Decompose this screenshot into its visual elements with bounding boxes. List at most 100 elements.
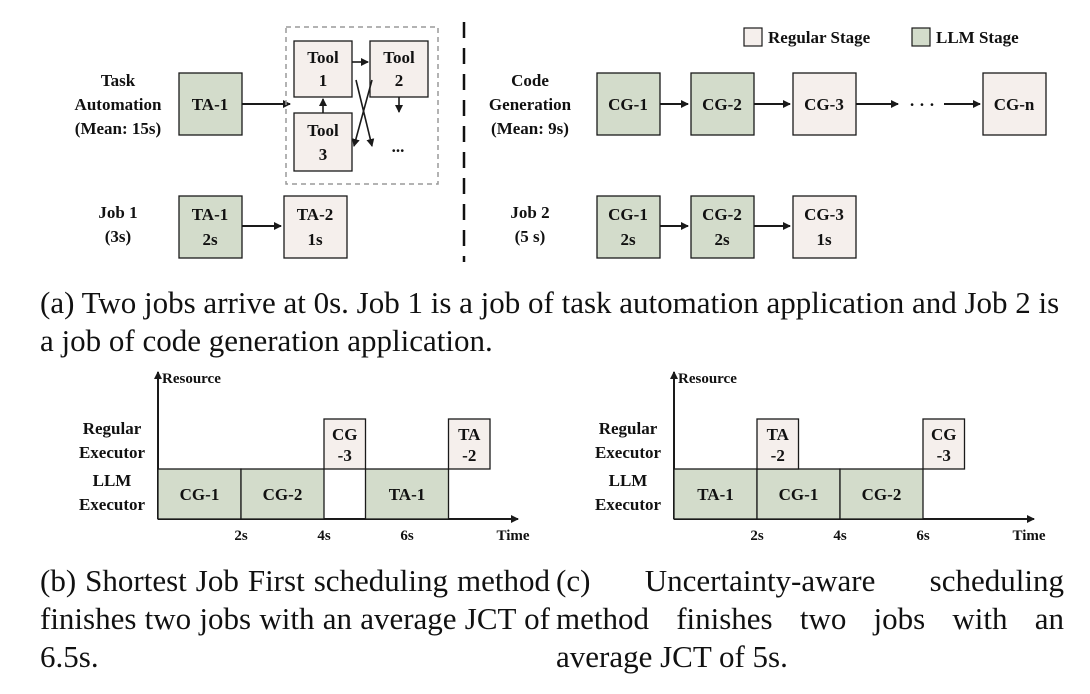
svg-text:Code: Code	[511, 71, 549, 90]
tool1-label-b: 1	[319, 71, 328, 90]
sjf-tick-4s: 4s	[317, 528, 331, 544]
ua-regular-block-label-a: CG	[931, 425, 957, 444]
sjf-regular-block-cg-3	[323, 418, 367, 470]
svg-text:Automation: Automation	[75, 95, 162, 114]
tool1-label-a: Tool	[307, 48, 339, 67]
ua-regular-block-cg-3	[922, 418, 966, 470]
tool1-stage	[293, 40, 353, 98]
svg-text:(Mean: 9s): (Mean: 9s)	[491, 119, 569, 138]
job2-cg2-time: 2s	[714, 230, 730, 249]
sjf-llm-block-label: TA-1	[389, 485, 426, 504]
legend-llm-swatch	[911, 27, 931, 47]
sjf-llm-block-label: CG-2	[263, 485, 303, 504]
job1-ta2-name: TA-2	[297, 205, 334, 224]
ta1-stage-label: TA-1	[192, 95, 229, 114]
ua-regular-block-label-b: -2	[771, 446, 785, 465]
ua-regular-label-b: Executor	[595, 443, 662, 462]
sjf-regular-block-label-b: -3	[338, 446, 352, 465]
arrow-cross-a	[355, 79, 375, 147]
cgn-stage	[982, 72, 1047, 136]
sjf-time-label: Time	[496, 528, 529, 544]
legend: Regular Stage LLM Stage	[743, 27, 1019, 47]
job2-cg1	[596, 195, 661, 259]
sjf-regular-label-a: Regular	[83, 419, 142, 438]
tool3-label-a: Tool	[307, 121, 339, 140]
cg3-label: CG-3	[804, 95, 844, 114]
caption-c: (c) Uncertainty-aware scheduling method …	[556, 563, 1064, 674]
sjf-llm-label-a: LLM	[93, 471, 132, 490]
cg1-stage	[596, 72, 661, 136]
svg-text:Job 1: Job 1	[98, 203, 137, 222]
caption-b: (b) Shortest Job First scheduling method…	[40, 563, 550, 674]
legend-regular-swatch	[743, 27, 763, 47]
svg-text:Job 2: Job 2	[510, 203, 549, 222]
ua-llm-label-b: Executor	[595, 495, 662, 514]
ua-llm-block-cg-1	[756, 468, 841, 520]
ua-regular-block-label-b: -3	[937, 446, 951, 465]
ua-time-label: Time	[1012, 528, 1045, 544]
ua-llm-block-label: CG-1	[779, 485, 819, 504]
tool2-stage	[369, 40, 429, 98]
ua-regular-block-ta-2	[756, 418, 800, 470]
sjf-regular-block-label-b: -2	[462, 446, 476, 465]
ua-regular-label-a: Regular	[599, 419, 658, 438]
ua-tick-4s: 4s	[833, 528, 847, 544]
caption-a: (a) Two jobs arrive at 0s. Job 1 is a jo…	[40, 285, 1060, 358]
sjf-tick-2s: 2s	[234, 528, 248, 544]
job2-cg1-time: 2s	[620, 230, 636, 249]
job2-cg3	[792, 195, 857, 259]
tool3-label-b: 3	[319, 145, 328, 164]
code-generation-label: Code Generation (Mean: 9s)	[489, 71, 572, 138]
cg2-stage	[690, 72, 755, 136]
sjf-llm-block-cg-2	[240, 468, 325, 520]
job1-ta2	[283, 195, 348, 259]
svg-text:Generation: Generation	[489, 95, 572, 114]
legend-llm-label: LLM Stage	[936, 28, 1019, 47]
cg2-label: CG-2	[702, 95, 742, 114]
ua-llm-label-a: LLM	[609, 471, 648, 490]
job2-cg2	[690, 195, 755, 259]
job2-cg1-name: CG-1	[608, 205, 648, 224]
sjf-regular-block-ta-2	[447, 418, 491, 470]
cgn-label: CG-n	[994, 95, 1035, 114]
job1-ta2-time: 1s	[307, 230, 323, 249]
svg-text:(Mean: 15s): (Mean: 15s)	[75, 119, 161, 138]
ua-llm-block-ta-1	[673, 468, 758, 520]
tools-more: ...	[392, 137, 405, 156]
tools-group	[285, 26, 439, 185]
arrow-cross-b	[351, 79, 373, 147]
ta1-stage	[178, 72, 243, 136]
task-automation-label: Task Automation (Mean: 15s)	[75, 71, 162, 138]
job1-label: Job 1 (3s)	[98, 203, 137, 246]
ua-llm-block-label: TA-1	[697, 485, 734, 504]
ua-tick-2s: 2s	[750, 528, 764, 544]
tool2-label-b: 2	[395, 71, 404, 90]
tool2-label-a: Tool	[383, 48, 415, 67]
sjf-regular-block-label-a: TA	[458, 425, 481, 444]
job2-label: Job 2 (5 s)	[510, 203, 549, 246]
job1-ta1	[178, 195, 243, 259]
ua-resource-label: Resource	[678, 371, 737, 387]
sjf-llm-label-b: Executor	[79, 495, 146, 514]
sjf-regular-label-b: Executor	[79, 443, 146, 462]
sjf-llm-block-cg-1	[157, 468, 242, 520]
ua-tick-6s: 6s	[916, 528, 930, 544]
job2-cg2-name: CG-2	[702, 205, 742, 224]
sjf-llm-block-label: CG-1	[180, 485, 220, 504]
legend-regular-label: Regular Stage	[768, 28, 871, 47]
cg3-stage	[792, 72, 857, 136]
job2-cg3-time: 1s	[816, 230, 832, 249]
sjf-llm-block-ta-1	[364, 468, 450, 520]
job1-ta1-time: 2s	[202, 230, 218, 249]
job1-ta1-name: TA-1	[192, 205, 229, 224]
gantt-uncertainty-aware: ResourceTimeRegularExecutorLLMExecutor2s…	[595, 371, 1046, 544]
cg1-label: CG-1	[608, 95, 648, 114]
ua-llm-block-label: CG-2	[862, 485, 902, 504]
sjf-resource-label: Resource	[162, 371, 221, 387]
ua-llm-block-cg-2	[839, 468, 924, 520]
svg-text:Task: Task	[101, 71, 136, 90]
gantt-sjf: ResourceTimeRegularExecutorLLMExecutor2s…	[79, 371, 530, 544]
job2-cg3-name: CG-3	[804, 205, 844, 224]
sjf-tick-6s: 6s	[400, 528, 414, 544]
